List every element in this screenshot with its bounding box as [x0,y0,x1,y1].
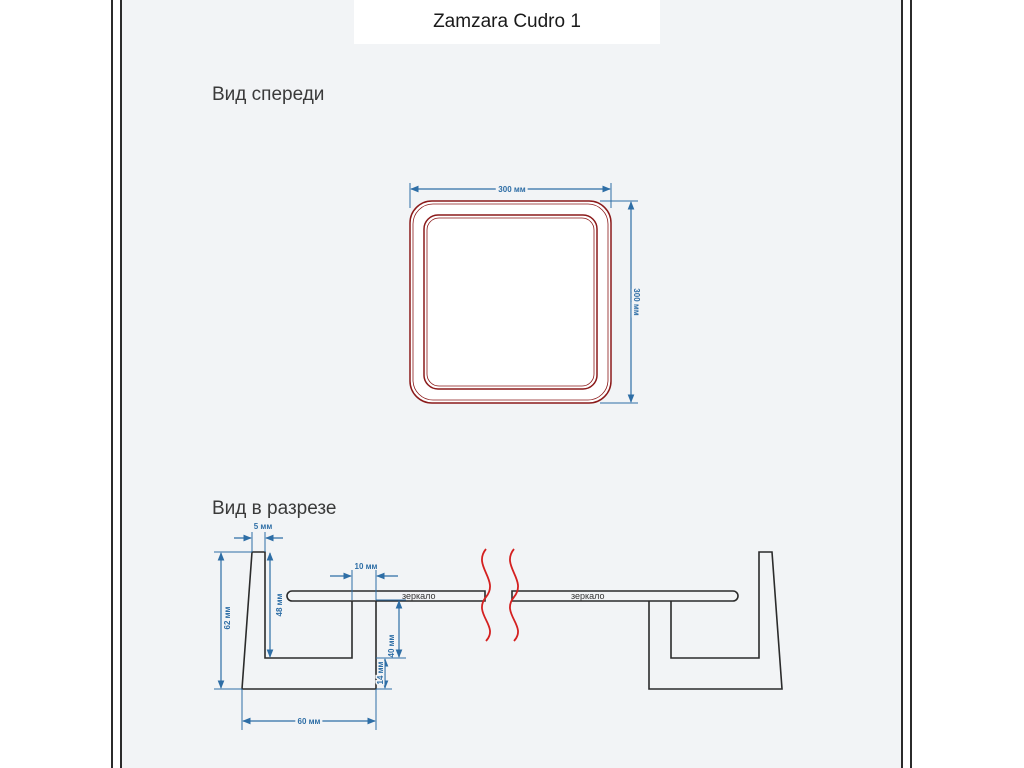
page-border-right-inner [901,0,903,768]
dim-62-label: 62 мм [223,606,232,629]
dim-10-label: 10 мм [355,562,378,571]
document-title: Zamzara Cudro 1 [354,0,660,44]
mirror-label-left: зеркало [402,591,436,601]
dim-5-label: 5 мм [254,522,273,531]
dim-60-label: 60 мм [298,717,321,726]
mirror-plate-left [286,590,486,602]
page-border-left [111,0,113,768]
dim-14-label: 14 мм [376,661,385,684]
front-height-label: 300 мм [632,288,641,315]
section-view: зеркало зеркало 5 мм 62 мм 48 мм 10 мм 4… [214,522,783,730]
section-view-heading: Вид в разрезе [212,498,337,519]
break-mark-right [509,548,519,642]
dim-48-label: 48 мм [275,593,284,616]
frame-inner-outline-inner [426,217,595,387]
document-title-text: Zamzara Cudro 1 [433,11,581,32]
break-mark-left [481,548,491,642]
frame-inner-outline [423,214,598,390]
frame-outer-outline-inner [412,203,609,401]
mirror-label-right: зеркало [571,591,605,601]
page-border-right [910,0,912,768]
front-view: 300 мм 300 мм [409,183,644,404]
mirror-plate-right [511,590,739,602]
dim-40-label: 40 мм [387,634,396,657]
front-view-heading: Вид спереди [212,84,325,105]
page-border-left-inner [120,0,122,768]
frame-outer-outline [409,200,612,404]
front-width-label: 300 мм [498,185,525,194]
